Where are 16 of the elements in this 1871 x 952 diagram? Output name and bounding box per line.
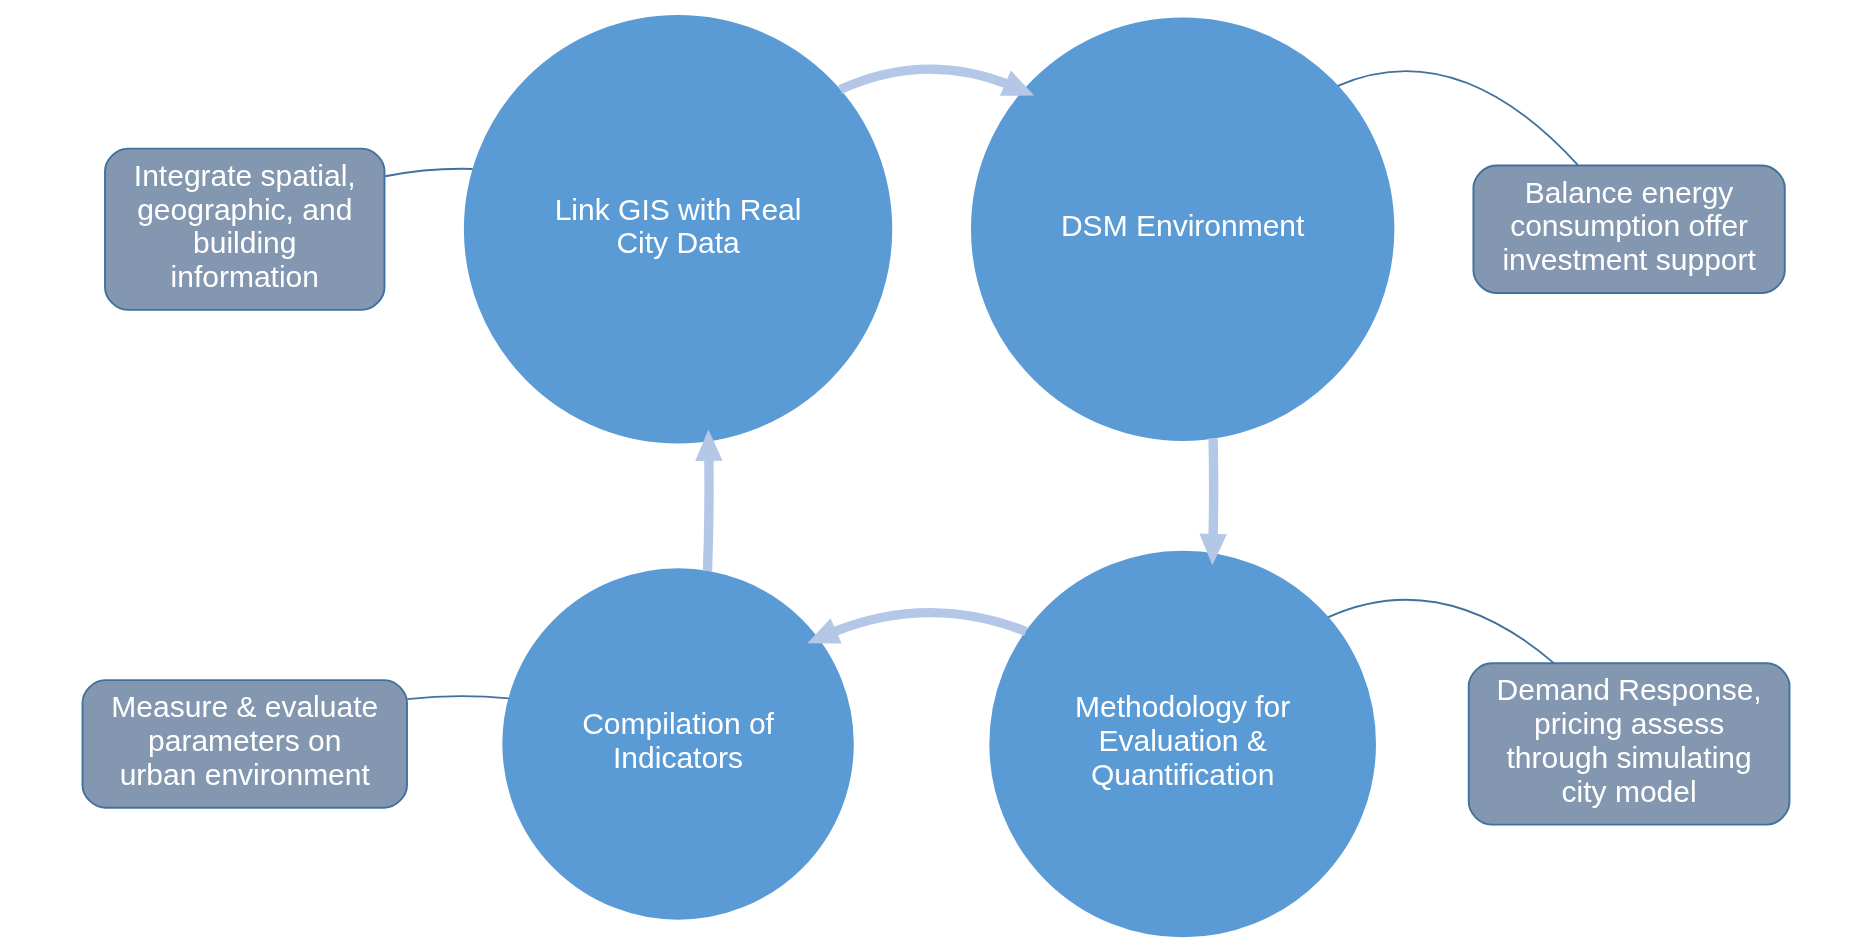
node-box: Integrate spatial, geographic, and building information xyxy=(103,147,385,311)
arrow xyxy=(694,429,723,572)
arrow xyxy=(837,64,1034,96)
arrow xyxy=(806,608,1028,644)
connector xyxy=(1336,70,1579,166)
connector xyxy=(1326,598,1555,665)
connector xyxy=(405,695,510,701)
node-circle: Compilation of Indicators xyxy=(501,568,854,920)
arrow xyxy=(1198,438,1227,566)
node-box: Demand Response, pricing assess through simulating city model xyxy=(1467,662,1790,826)
connector xyxy=(383,167,474,178)
node-circle: Link GIS with Real City Data xyxy=(463,15,892,444)
node-circle: Methodology for Evaluation & Quantification xyxy=(988,550,1376,938)
node-circle: DSM Environment xyxy=(970,17,1394,441)
node-box: Balance energy consumption offer investment support xyxy=(1472,164,1786,294)
node-box: Measure & evaluate parameters on urban environment xyxy=(81,679,408,809)
